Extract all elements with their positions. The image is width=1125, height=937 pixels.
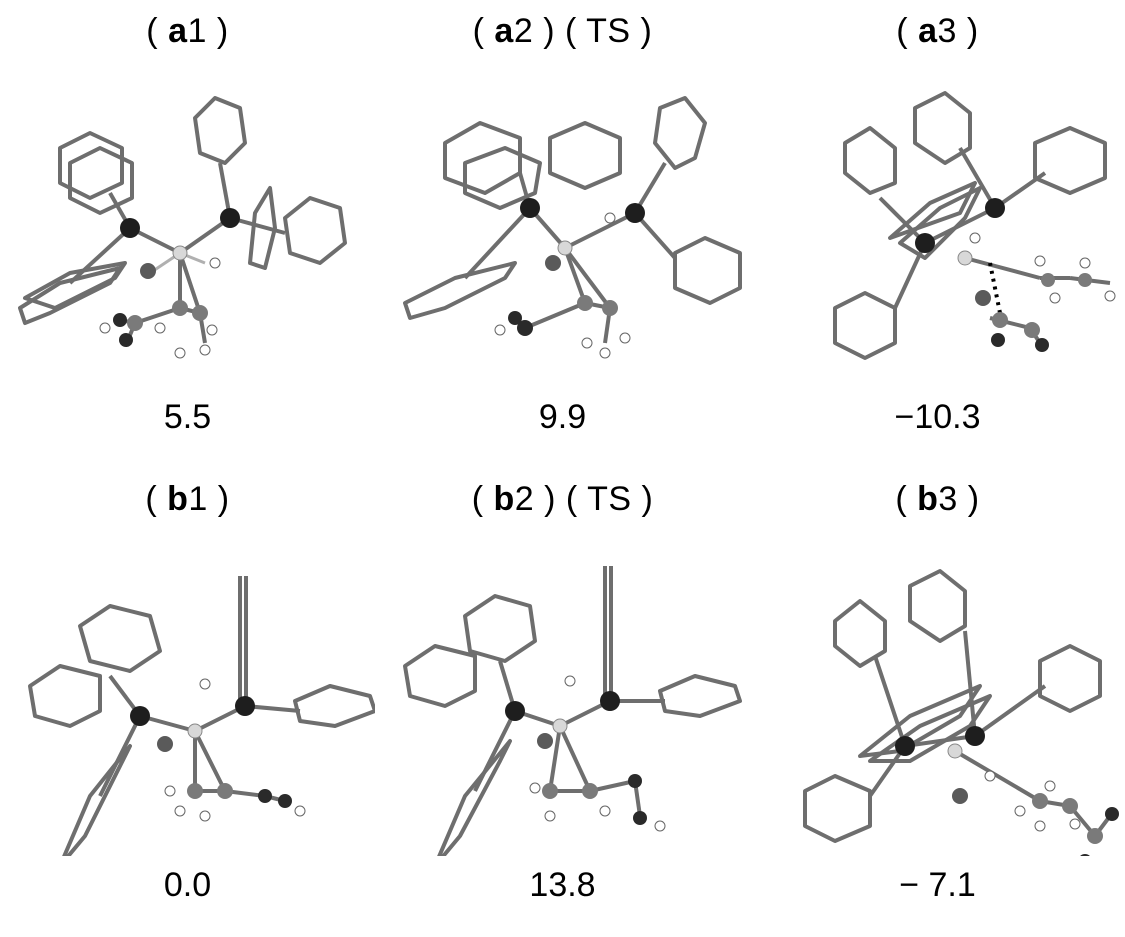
structure-letter: a [918, 12, 938, 50]
structure-letter: b [917, 480, 939, 518]
structure-number: 1 [187, 12, 207, 50]
structure-letter: a [168, 12, 188, 50]
paren-open: ( [145, 480, 158, 518]
structure-letter: b [167, 480, 189, 518]
panel-a3: ( a3 ) [750, 0, 1125, 468]
structure-letter: a [494, 12, 514, 50]
molecule-a1 [18, 96, 347, 359]
panel-b2: ( b2 ) ( TS ) [375, 468, 750, 936]
panel-a1: ( a1 ) [0, 0, 375, 468]
panel-b1: ( b1 ) [0, 468, 375, 936]
paren-open: ( [895, 480, 908, 518]
relative-energy: 0.0 [163, 866, 212, 904]
panel-title: ( a1 ) [0, 12, 375, 51]
structure-letter: b [493, 480, 515, 518]
ts-tag: ( TS ) [564, 12, 653, 50]
paren-open: ( [146, 12, 159, 50]
molecule-b3 [803, 569, 1119, 856]
structure-number: 1 [188, 480, 208, 518]
panel-b3: ( b3 ) [750, 468, 1125, 936]
panel-title: ( b3 ) [750, 480, 1125, 519]
paren-open: ( [472, 12, 485, 50]
ts-tag: ( TS ) [565, 480, 654, 518]
paren-close: ) [216, 12, 229, 50]
structure-number: 2 [513, 12, 534, 50]
panel-a2: ( a2 ) ( TS ) [375, 0, 750, 468]
structure-number: 2 [514, 480, 535, 518]
structure-number: 3 [938, 480, 958, 518]
paren-close: ) [543, 12, 556, 50]
molecule-b2 [403, 566, 742, 856]
molecule-b1 [28, 576, 375, 856]
relative-energy: 13.8 [529, 866, 596, 904]
relative-energy: − 7.1 [899, 866, 976, 904]
structure-number: 3 [937, 12, 957, 50]
molecule-a3 [833, 91, 1116, 360]
paren-close: ) [217, 480, 230, 518]
molecule-a2 [403, 96, 742, 359]
relative-energy: 9.9 [538, 398, 587, 436]
panel-title: ( a2 ) ( TS ) [375, 12, 750, 51]
relative-energy: 5.5 [163, 398, 212, 436]
paren-close: ) [967, 480, 980, 518]
paren-close: ) [966, 12, 979, 50]
panel-title: ( b1 ) [0, 480, 375, 519]
paren-close: ) [544, 480, 556, 518]
relative-energy: −10.3 [894, 398, 981, 436]
panel-title: ( b2 ) ( TS ) [375, 480, 750, 519]
paren-open: ( [896, 12, 909, 50]
paren-open: ( [471, 480, 484, 518]
panel-title: ( a3 ) [750, 12, 1125, 51]
